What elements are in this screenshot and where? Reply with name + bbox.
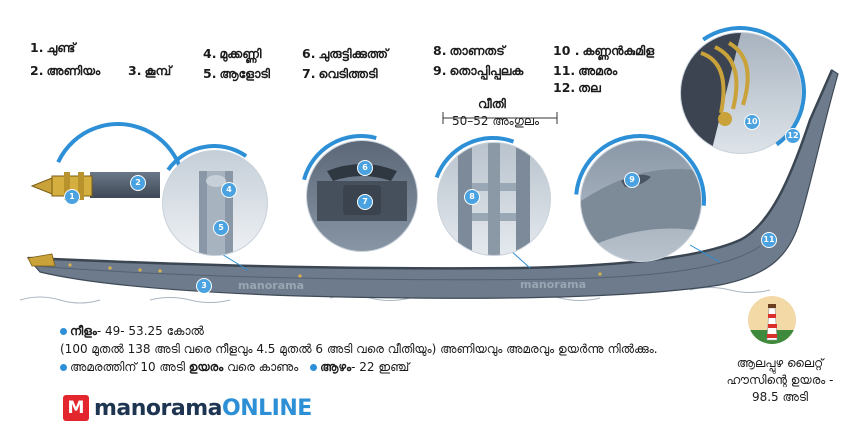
height-label: ഉയരം: [188, 360, 224, 374]
part-label-5: 5.ആളോടി: [203, 66, 270, 81]
marker-1: 1: [64, 189, 80, 205]
part-label-11: 11.അമരം: [553, 63, 618, 78]
marker-12: 12: [785, 128, 801, 144]
length-label: നീളം: [70, 324, 97, 338]
manorama-online-logo: M manorama ONLINE: [63, 393, 312, 423]
lighthouse-line-1: ആലപ്പുഴ ലൈറ്റ്: [736, 356, 824, 370]
lighthouse-badge: [748, 296, 796, 344]
height-depth-line: അമരത്തിന് 10 അടി ഉയരം വരെ കാണും ആഴം- 22 …: [60, 360, 409, 375]
lighthouse-line-3: 98.5 അടി: [751, 390, 809, 404]
callout-8-9: [437, 142, 551, 256]
marker-10: 10: [744, 114, 760, 130]
bullet-dot: [60, 328, 67, 335]
bullet-dot: [60, 364, 67, 371]
part-label-8: 8.താണതട്: [433, 43, 505, 58]
part-label-9: 9.തൊപ്പിപ്പലക: [433, 63, 524, 78]
marker-7: 7: [357, 194, 373, 210]
part-label-12: 12.തല: [553, 80, 601, 95]
depth-label: ആഴം: [320, 360, 352, 374]
height-post: വരെ കാണും: [223, 360, 299, 374]
length-value: - 49- 53.25 കോൽ: [96, 324, 204, 338]
watermark-1: manorama: [238, 279, 305, 292]
part-label-4: 4.മുക്കണ്ണി: [203, 46, 262, 61]
marker-5: 5: [213, 220, 229, 236]
part-label-3: 3.കൂമ്പ്: [128, 63, 172, 78]
part-label-10: 10 .കണ്ണൻകുമിള: [553, 43, 655, 58]
bow-tip-callout: [30, 172, 160, 200]
logo-brand: manorama: [94, 395, 223, 421]
watermark-2: manorama: [520, 278, 587, 291]
depth-value: - 22 ഇഞ്ച്: [351, 360, 410, 374]
bullet-dot: [310, 364, 318, 371]
part-label-2: 2.അണിയം: [30, 63, 101, 78]
marker-11: 11: [761, 232, 777, 248]
marker-6: 6: [357, 160, 373, 176]
logo-suffix: ONLINE: [222, 395, 312, 421]
marker-4: 4: [221, 182, 237, 198]
marker-9: 9: [624, 172, 640, 188]
lighthouse-line-2: ഹൗസിന്റെ ഉയരം -: [726, 373, 834, 387]
marker-3: 3: [196, 278, 212, 294]
marker-2: 2: [130, 175, 146, 191]
snake-boat-hull: [19, 69, 839, 304]
callout-10-11: [580, 140, 702, 262]
lighthouse-text: ആലപ്പുഴ ലൈറ്റ് ഹൗസിന്റെ ഉയരം - 98.5 അടി: [720, 355, 840, 406]
height-pre: അമരത്തിന് 10 അടി: [70, 360, 189, 374]
width-title: വീതി: [478, 96, 506, 111]
width-dimension-line: [442, 112, 558, 124]
length-line: നീളം- 49- 53.25 കോൽ: [60, 324, 204, 339]
marker-8: 8: [464, 189, 480, 205]
logo-m-icon: M: [63, 395, 89, 421]
part-label-1: 1.ചുണ്ട്: [30, 40, 76, 55]
part-label-6: 6.ചുരുട്ടിക്കുത്ത്: [302, 46, 388, 61]
length-note: (100 മുതൽ 138 അടി വരെ നീളവും 4.5 മുതൽ 6 …: [60, 342, 658, 356]
callout-2-5: [162, 150, 268, 256]
part-label-7: 7.വെടിത്തടി: [302, 66, 378, 81]
callout-12: [680, 32, 802, 154]
